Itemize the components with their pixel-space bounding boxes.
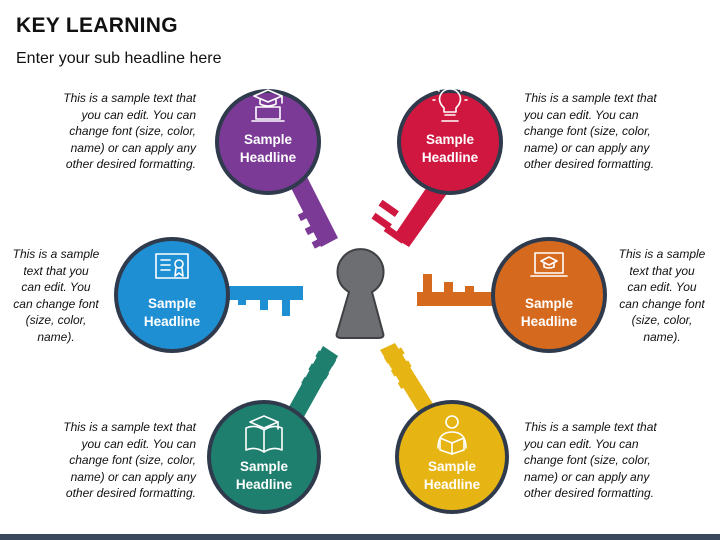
key-head-teal[interactable] <box>207 400 321 514</box>
slide-title: KEY LEARNING <box>16 14 178 37</box>
key-head-red[interactable] <box>397 89 503 195</box>
slide-subtitle: Enter your sub headline here <box>16 50 222 67</box>
keyhole <box>335 248 385 339</box>
bottom-bar <box>0 534 720 540</box>
headline-yellow: Sample Headline <box>423 459 481 492</box>
description-teal: This is a sample text that you can edit.… <box>63 420 196 500</box>
description-red: This is a sample text that you can edit.… <box>524 91 657 171</box>
graduation-laptop-icon <box>251 89 285 122</box>
key-head-purple[interactable] <box>215 89 321 195</box>
headline-orange: Sample Headline <box>520 296 578 329</box>
key-shaft-blue <box>215 286 303 316</box>
headline-purple: Sample Headline <box>239 132 297 165</box>
key-head-blue[interactable] <box>114 237 230 353</box>
key-shaft-purple <box>288 173 338 249</box>
key-head-yellow[interactable] <box>395 400 509 514</box>
student-reading-icon <box>437 415 467 455</box>
certificate-icon <box>155 253 189 279</box>
description-purple: This is a sample text that you can edit.… <box>63 91 196 171</box>
description-yellow: This is a sample text that you can edit.… <box>524 420 657 500</box>
key-shaft-red <box>371 178 451 247</box>
open-book-icon <box>245 415 283 453</box>
headline-blue: Sample Headline <box>143 296 201 329</box>
lightbulb-icon <box>432 83 468 122</box>
headline-teal: Sample Headline <box>235 459 293 492</box>
key-shaft-teal <box>285 346 338 424</box>
key-head-orange[interactable] <box>491 237 607 353</box>
online-learning-icon <box>530 252 568 277</box>
headline-red: Sample Headline <box>421 132 479 165</box>
key-shaft-yellow <box>380 343 440 423</box>
key-shaft-orange <box>417 274 507 306</box>
description-orange: This is a sample text that you can edit.… <box>618 247 706 344</box>
description-blue: This is a sample text that you can edit.… <box>12 247 100 344</box>
